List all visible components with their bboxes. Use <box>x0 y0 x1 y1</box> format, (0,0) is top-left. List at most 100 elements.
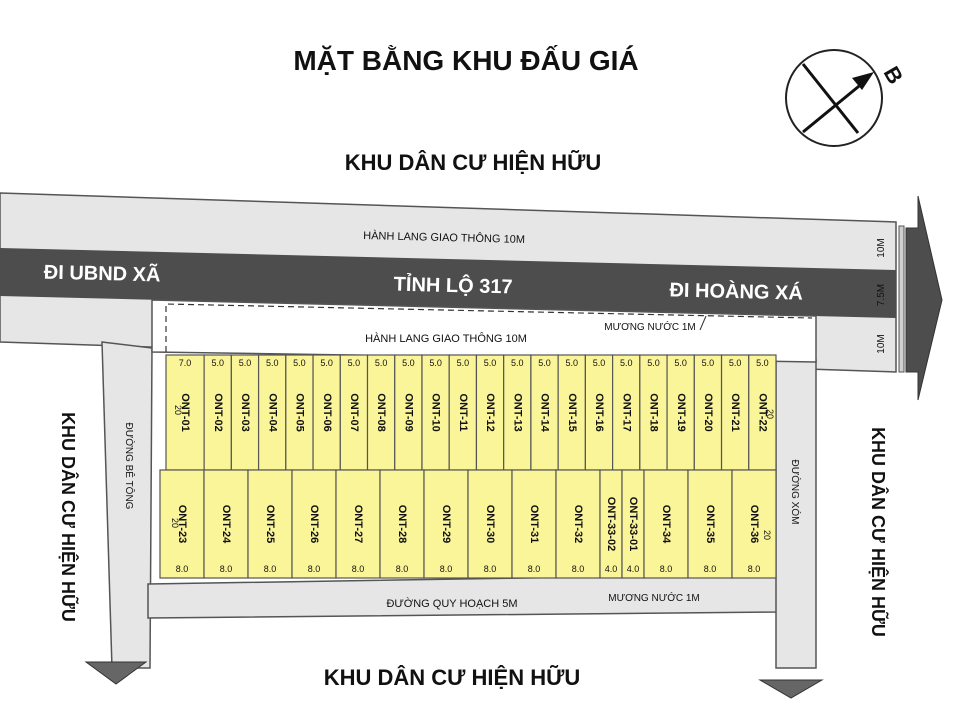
row1-lot-width-17: 5.0 <box>647 358 660 368</box>
dashed-boundary <box>165 303 813 352</box>
row2-depth-left: 20 <box>170 518 180 528</box>
row1-lot-14[interactable] <box>557 354 586 471</box>
row1-lot-18[interactable] <box>666 354 695 471</box>
row1-lot-width-04: 5.0 <box>293 358 306 368</box>
row2-lot-id-14: ONT-36 <box>748 505 760 544</box>
row2-lot-width-06: 8.0 <box>440 564 453 574</box>
row1-lot-id-07: ONT-08 <box>375 393 387 432</box>
row2-lot-09[interactable] <box>555 469 601 579</box>
row2-lot-width-09: 8.0 <box>572 564 585 574</box>
row2-lot-id-00: ONT-23 <box>176 505 188 544</box>
road-direction-arrow <box>905 195 943 401</box>
row1-lot-id-17: ONT-18 <box>648 393 660 432</box>
lots-row-1: ONT-017.0ONT-025.0ONT-035.0ONT-045.0ONT-… <box>165 354 777 471</box>
width-10m-top: 10M <box>876 238 887 257</box>
row1-lot-19[interactable] <box>693 354 723 471</box>
row1-lot-06[interactable] <box>339 354 369 471</box>
row1-lot-width-00: 7.0 <box>179 358 192 368</box>
row2-lot-02[interactable] <box>247 469 293 579</box>
compass-line-b <box>802 80 865 134</box>
row1-lot-id-11: ONT-12 <box>484 393 496 432</box>
row1-lot-width-05: 5.0 <box>320 358 333 368</box>
main-road <box>0 248 896 318</box>
row2-lot-id-07: ONT-30 <box>484 505 496 544</box>
row1-lot-id-02: ONT-03 <box>239 393 251 432</box>
north-arrow-icon <box>852 72 874 90</box>
row2-lot-06[interactable] <box>423 469 469 579</box>
row1-lot-13[interactable] <box>530 354 559 471</box>
row2-lot-id-05: ONT-28 <box>396 505 408 544</box>
row2-lot-id-01: ONT-24 <box>220 505 232 544</box>
width-7-5m: 7.5M <box>876 284 887 306</box>
row2-lot-01[interactable] <box>203 469 249 579</box>
row2-lot-width-05: 8.0 <box>396 564 409 574</box>
row2-lot-id-11: ONT-33-01 <box>627 497 639 551</box>
row1-lot-id-04: ONT-05 <box>294 393 306 432</box>
row2-lot-14[interactable] <box>731 469 777 579</box>
row1-lot-id-08: ONT-09 <box>402 393 414 432</box>
row2-lot-00[interactable] <box>159 469 205 579</box>
row1-lot-15[interactable] <box>584 354 614 471</box>
row2-lot-width-13: 8.0 <box>704 564 717 574</box>
row1-depth-left: 20 <box>173 405 183 415</box>
road-name-label: TỈNH LỘ 317 <box>393 272 512 299</box>
drain-pointer <box>699 315 707 331</box>
row2-lot-width-11: 4.0 <box>627 564 640 574</box>
road-right-label: ĐI HOÀNG XÁ <box>669 278 803 304</box>
compass-line-a <box>801 63 860 134</box>
row1-depth-right: 20 <box>765 409 775 419</box>
row1-lot-width-07: 5.0 <box>375 358 388 368</box>
north-compass: B <box>785 49 909 147</box>
row1-lot-id-16: ONT-17 <box>620 393 632 432</box>
row1-lot-id-09: ONT-10 <box>430 393 442 432</box>
road-hamlet-label: ĐƯỜNG XÓM <box>789 460 802 525</box>
row1-lot-id-03: ONT-04 <box>266 393 278 432</box>
left-road <box>101 341 153 669</box>
row1-lot-width-16: 5.0 <box>620 358 633 368</box>
compass-label: B <box>879 62 909 88</box>
row2-lot-id-04: ONT-27 <box>352 505 364 544</box>
row1-lot-width-12: 5.0 <box>511 358 524 368</box>
road-planned-label: ĐƯỜNG QUY HOẠCH 5M <box>386 597 517 610</box>
road-concrete-label: ĐƯỜNG BÊ TÔNG <box>123 423 136 510</box>
row2-lot-07[interactable] <box>467 469 513 579</box>
row1-lot-id-21: ONT-22 <box>756 393 768 432</box>
row1-lot-width-03: 5.0 <box>266 358 279 368</box>
row2-lot-04[interactable] <box>335 469 381 579</box>
drain-bottom-label: MƯƠNG NƯỚC 1M <box>608 591 699 604</box>
row1-lot-08[interactable] <box>394 354 423 471</box>
row1-lot-04[interactable] <box>285 354 314 471</box>
row2-lot-13[interactable] <box>687 469 733 579</box>
top-area-label: KHU DÂN CƯ HIỆN HỮU <box>345 150 602 175</box>
row2-lot-03[interactable] <box>291 469 337 579</box>
inner-corridor <box>151 299 817 363</box>
row2-depth-right: 20 <box>762 530 772 540</box>
row2-lot-id-03: ONT-26 <box>308 505 320 544</box>
row2-lot-id-02: ONT-25 <box>264 505 276 544</box>
row1-lot-id-19: ONT-20 <box>702 393 714 432</box>
row1-lot-id-06: ONT-07 <box>348 393 360 432</box>
lots-row-2: ONT-23 8.0 ONT-24 8.0 ONT-25 8.0 ONT-26 8.0 ONT-… <box>159 469 777 579</box>
row1-lot-id-18: ONT-19 <box>675 393 687 432</box>
row1-lot-id-13: ONT-14 <box>539 393 551 432</box>
row2-lot-width-01: 8.0 <box>220 564 233 574</box>
row2-lot-width-12: 8.0 <box>660 564 673 574</box>
row1-lot-16[interactable] <box>612 354 641 471</box>
row1-lot-21[interactable] <box>748 354 777 471</box>
row1-lot-id-00: ONT-01 <box>179 393 191 432</box>
width-10m-bottom: 10M <box>876 334 887 353</box>
row2-lot-05[interactable] <box>379 469 425 579</box>
row1-lot-10[interactable] <box>448 354 478 471</box>
row1-lot-width-19: 5.0 <box>702 358 715 368</box>
row2-lot-08[interactable] <box>511 469 557 579</box>
row2-lot-id-13: ONT-35 <box>704 505 716 544</box>
compass-circle <box>785 49 883 147</box>
row1-lot-id-12: ONT-13 <box>511 393 523 432</box>
row1-lot-id-10: ONT-11 <box>457 394 469 432</box>
row1-lot-id-20: ONT-21 <box>729 393 741 432</box>
row1-lot-12[interactable] <box>503 354 532 471</box>
row1-lot-width-18: 5.0 <box>674 358 687 368</box>
corridor-top-label: HÀNH LANG GIAO THÔNG 10M <box>363 229 525 246</box>
row1-lot-width-13: 5.0 <box>538 358 551 368</box>
right-road-arrow <box>758 679 824 699</box>
